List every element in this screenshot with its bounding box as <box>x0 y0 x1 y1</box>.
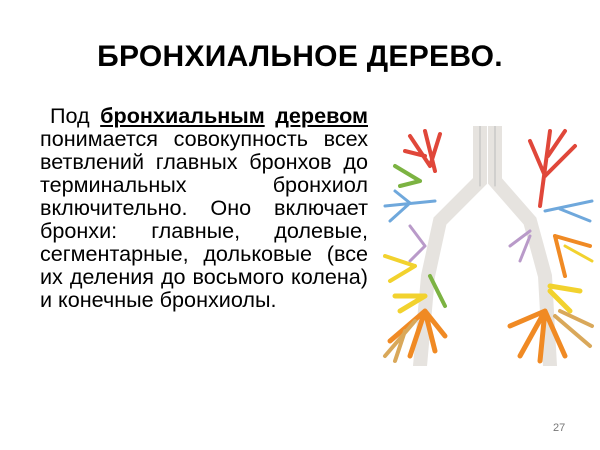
body-intro: Под <box>50 103 101 128</box>
body-space <box>265 103 276 128</box>
body-rest: понимается совокупность всех ветвлений г… <box>40 126 368 312</box>
bronchial-tree-illustration-icon <box>383 126 594 366</box>
slide-title: БРОНХИАЛЬНОЕ ДЕРЕВО. <box>97 40 503 73</box>
slide-body-text: Под бронхиальным деревом понимается сово… <box>40 104 368 311</box>
term-bronchial: бронхиальным <box>100 103 265 128</box>
term-tree: деревом <box>275 103 368 128</box>
page-number: 27 <box>553 422 566 434</box>
